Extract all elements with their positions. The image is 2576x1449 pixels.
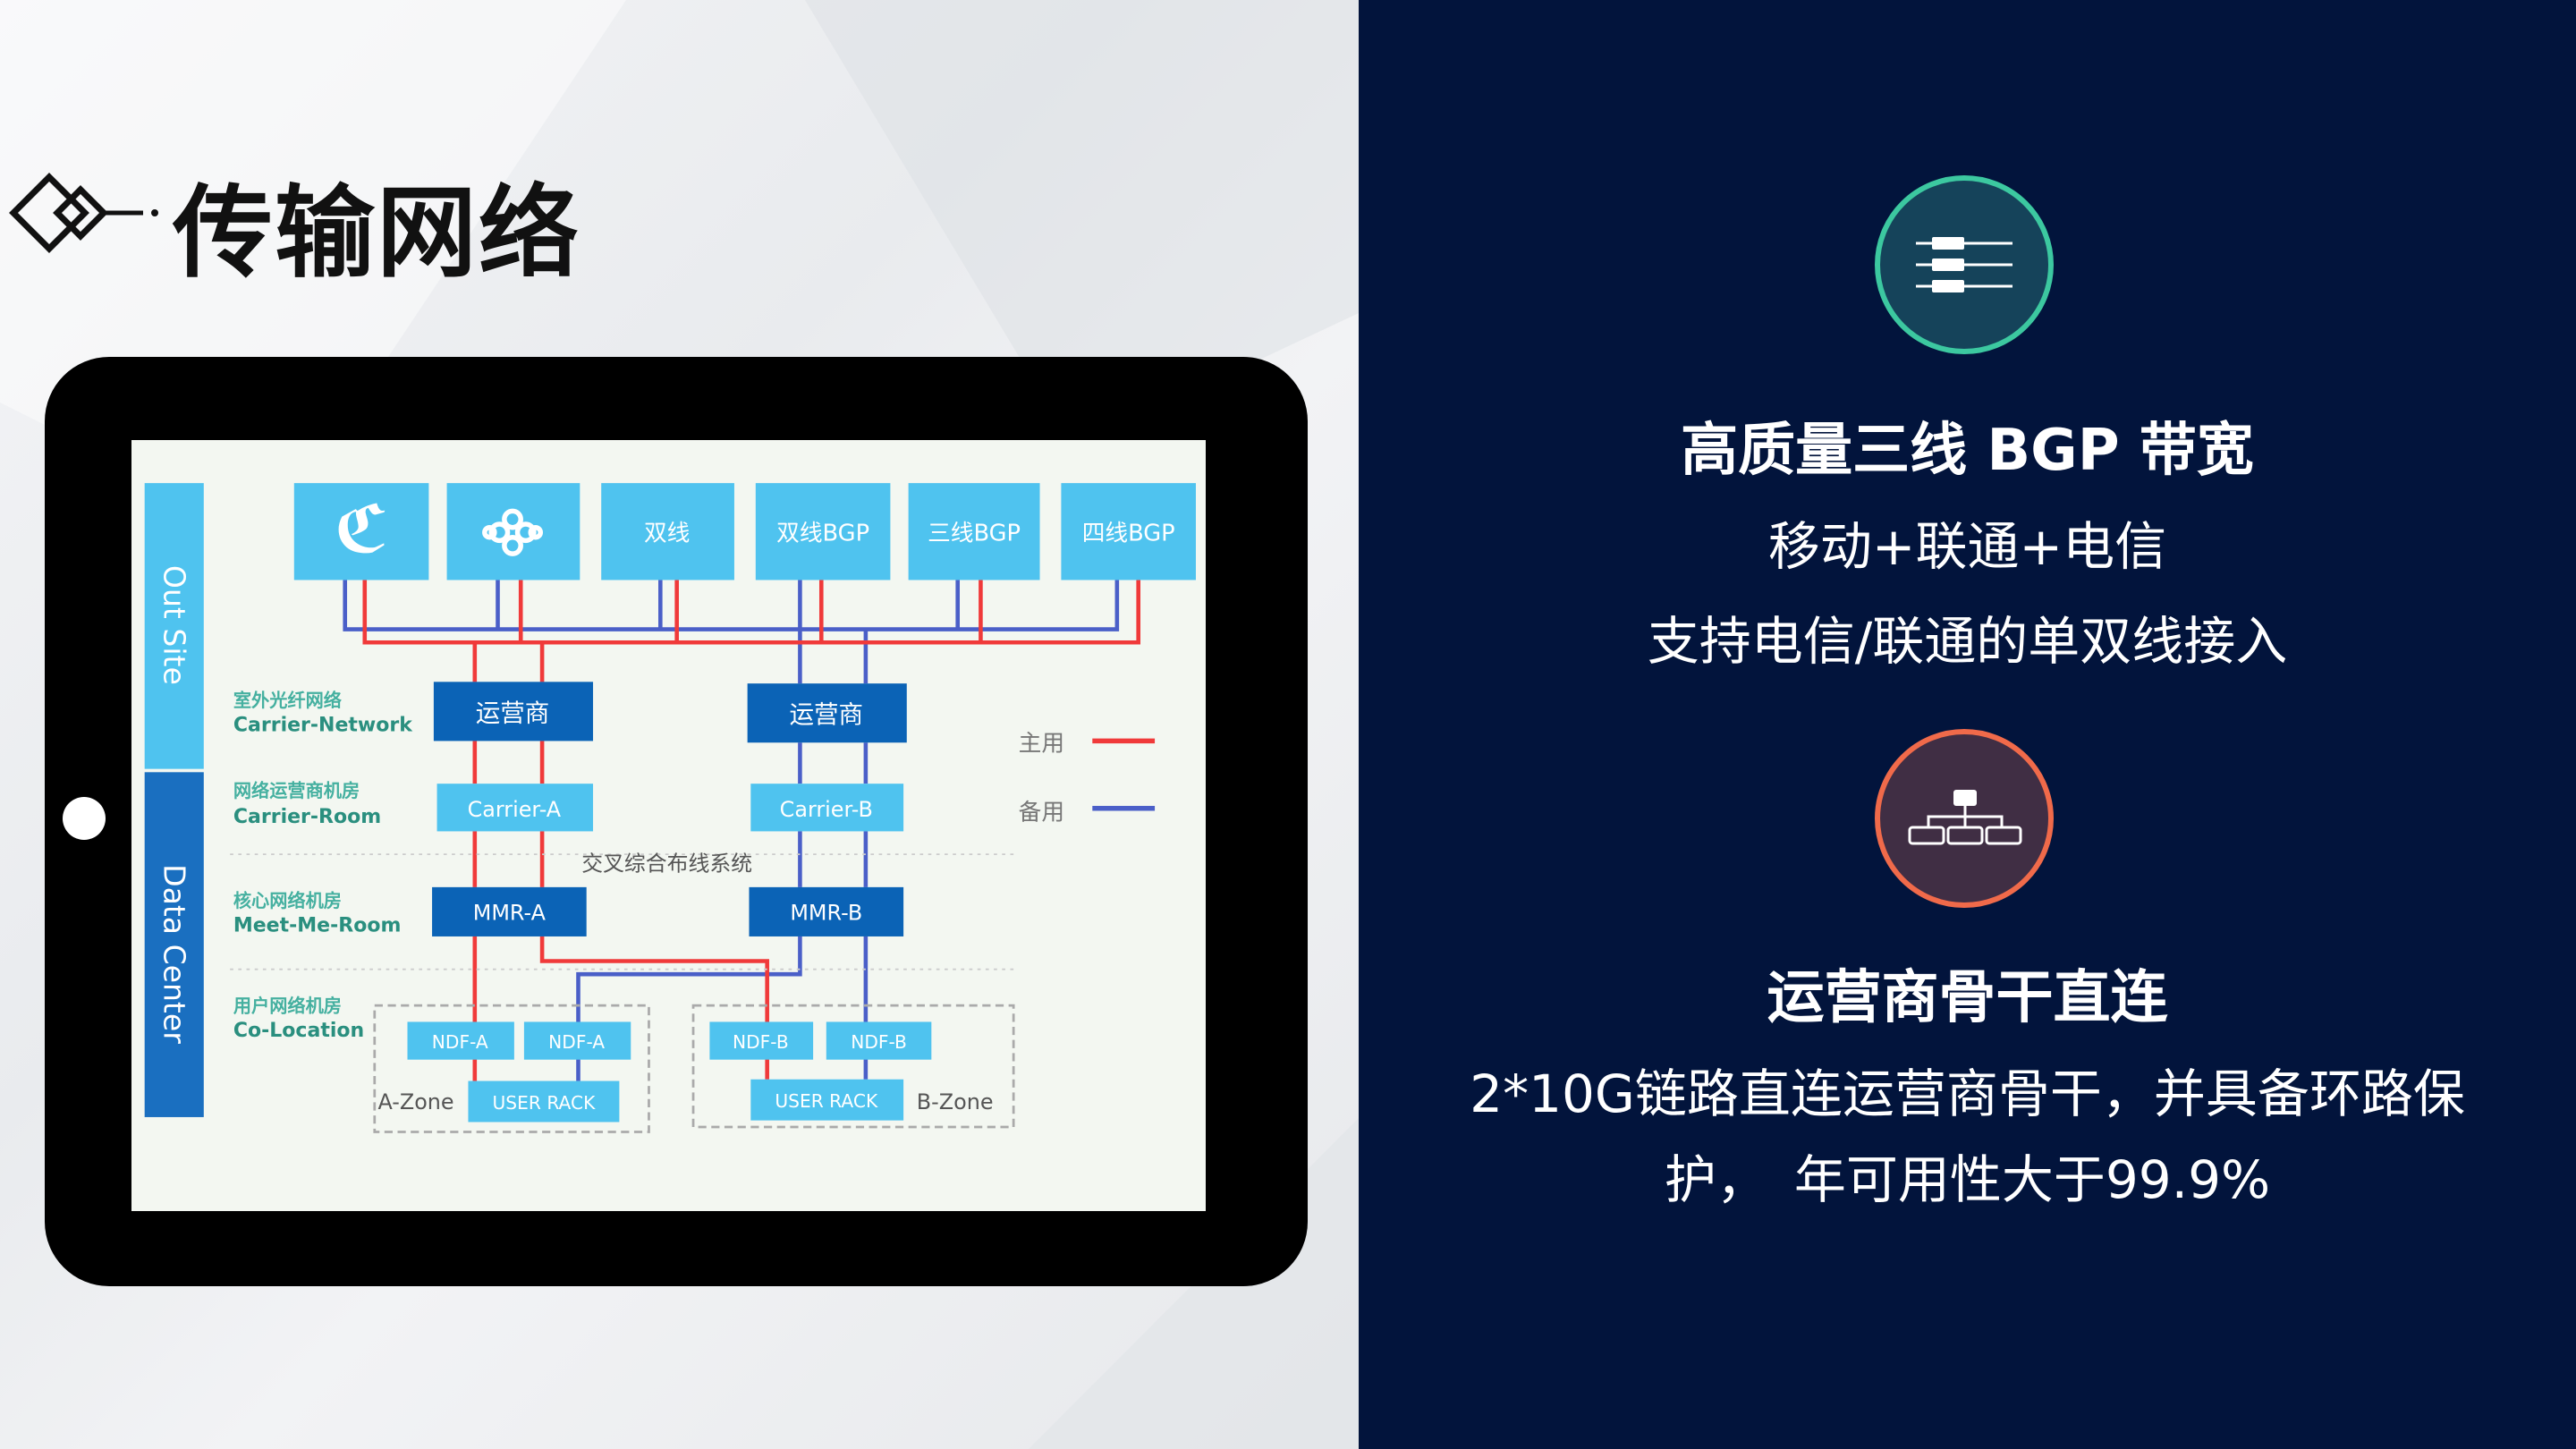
network-hierarchy-icon (1875, 729, 2054, 908)
layer-cn: 室外光纤网络 (233, 690, 343, 711)
mmr-a-label: MMR-A (473, 901, 547, 926)
ndf-node (709, 1021, 814, 1060)
cross-cabling-label: 交叉综合布线系统 (581, 852, 752, 877)
ndf-node (523, 1021, 631, 1060)
china-unicom-logo-icon (482, 508, 544, 556)
ndf-node (407, 1021, 514, 1060)
legend-primary-label: 主用 (1019, 730, 1064, 757)
feature-line: 护， 年可用性大于99.9% (1664, 1149, 2271, 1210)
feature-title: 运营商骨干直连 (1767, 965, 2168, 1031)
feature-line: 支持电信/联通的单双线接入 (1647, 611, 2288, 672)
china-telecom-box (293, 483, 429, 580)
tablet-home-button (63, 797, 106, 840)
layer-en: Carrier-Room (233, 806, 381, 828)
ndf-label: NDF-A (432, 1031, 488, 1053)
layer-en: Meet-Me-Room (233, 914, 402, 936)
layer-cn: 用户网络机房 (233, 995, 342, 1016)
out-site-label: Out Site (157, 565, 192, 685)
bandwidth-lines-icon (1875, 175, 2054, 354)
diamond-bullet-icon (9, 173, 158, 253)
carrier-a-node (436, 784, 594, 832)
mmr-a-node (432, 886, 587, 936)
b-zone-box (691, 1004, 1015, 1129)
carrier-network-left-label: 运营商 (476, 699, 550, 727)
dual-bgp-label: 双线BGP (776, 520, 869, 547)
a-zone-box (373, 1004, 650, 1133)
user-rack-a (468, 1080, 620, 1123)
data-center-label: Data Center (157, 864, 192, 1044)
top-boxes: ℭ 双线 双线BGP 三线BGP 四线BGP (293, 483, 1196, 580)
carrier-a-label: Carrier-A (468, 797, 562, 822)
legend-backup-label: 备用 (1019, 800, 1064, 826)
a-zone-label: A-Zone (377, 1089, 453, 1114)
dual-line-box (601, 483, 734, 580)
layer-labels: 室外光纤网络 Carrier-Network 网络运营商机房 Carrier-R… (233, 690, 413, 1042)
page-title: 传输网络 (173, 175, 580, 292)
mmr-b-label: MMR-B (790, 901, 862, 926)
layer-en: Carrier-Network (233, 714, 413, 736)
quad-bgp-box (1061, 483, 1196, 580)
feature-line: 2*10G链路直连运营商骨干，并具备环路保 (1470, 1063, 2465, 1124)
ndf-label: NDF-B (733, 1031, 789, 1053)
triple-bgp-label: 三线BGP (928, 520, 1021, 547)
user-rack-b (750, 1079, 904, 1121)
feature-title: 高质量三线 BGP 带宽 (1681, 418, 2254, 484)
dual-line-label: 双线 (644, 520, 690, 547)
triple-bgp-box (908, 483, 1040, 580)
layer-cn: 网络运营商机房 (233, 780, 360, 801)
data-center-bar (144, 772, 204, 1117)
carrier-b-node (750, 784, 904, 832)
b-zone-label: B-Zone (917, 1089, 994, 1114)
layer-en: Co-Location (233, 1020, 364, 1042)
carrier-network-left (433, 682, 594, 741)
china-telecom-logo-icon: ℭ (335, 492, 388, 568)
dual-bgp-box (755, 483, 891, 580)
out-site-bar (144, 483, 204, 769)
carrier-network-right (747, 683, 907, 743)
quad-bgp-label: 四线BGP (1082, 520, 1175, 547)
user-rack-a-label: USER RACK (493, 1092, 597, 1114)
ndf-label: NDF-A (548, 1031, 605, 1053)
mmr-b-node (749, 886, 904, 936)
tablet-screen: Out Site Data Center ℭ (131, 440, 1206, 1211)
layer-cn: 核心网络机房 (233, 890, 342, 911)
ndf-node (826, 1021, 932, 1060)
ndf-label: NDF-B (851, 1031, 907, 1053)
backup-lines (343, 580, 1120, 1081)
china-unicom-box (446, 483, 580, 580)
carrier-network-right-label: 运营商 (789, 700, 863, 729)
network-diagram: Out Site Data Center ℭ (144, 483, 1196, 1133)
carrier-b-label: Carrier-B (780, 797, 873, 822)
user-rack-b-label: USER RACK (775, 1090, 878, 1112)
feature-line: 移动+联通+电信 (1767, 516, 2167, 577)
